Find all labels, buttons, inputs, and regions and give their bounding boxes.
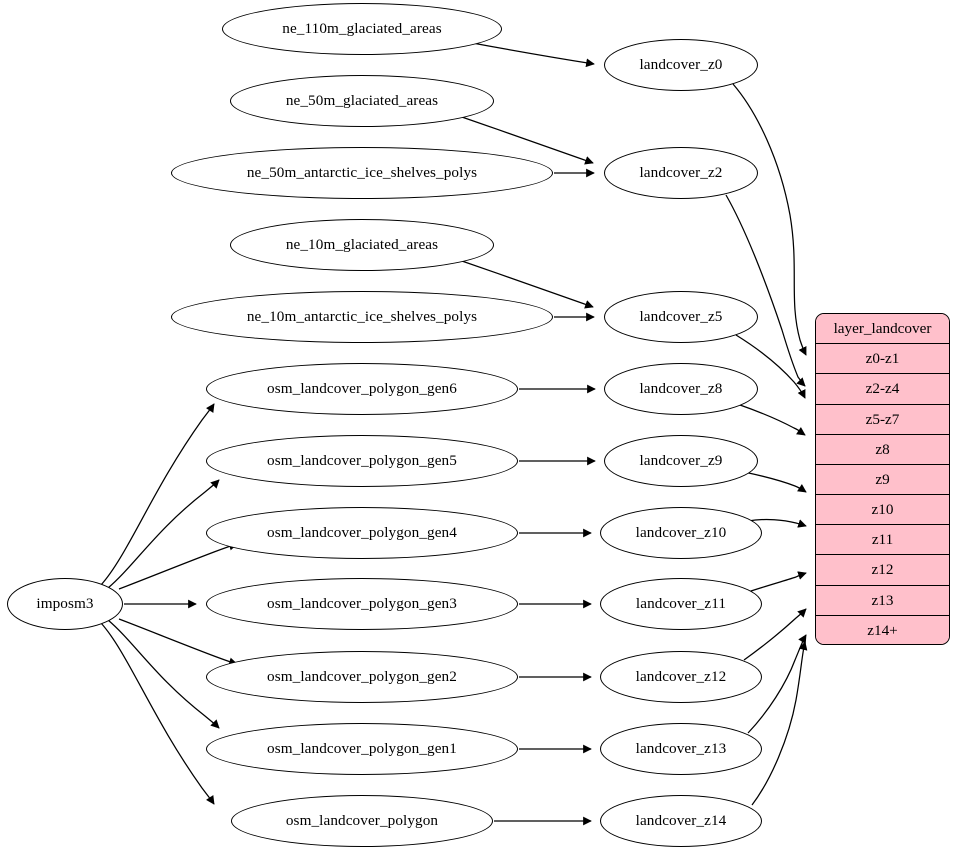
- node-osm_landcover_polygon_gen3[interactable]: osm_landcover_polygon_gen3: [206, 578, 518, 630]
- edge-imposm3-polygon: [100, 622, 215, 805]
- record-row-z12[interactable]: z12: [816, 555, 949, 586]
- node-landcover_z8[interactable]: landcover_z8: [604, 363, 758, 415]
- record-row-z8[interactable]: z8: [816, 434, 949, 465]
- edge-z12-row-z12: [743, 608, 807, 661]
- node-landcover_z2[interactable]: landcover_z2: [604, 147, 758, 199]
- node-osm_landcover_polygon_gen5[interactable]: osm_landcover_polygon_gen5: [206, 435, 518, 487]
- edge-imposm3-gen4: [118, 541, 238, 590]
- node-osm_landcover_polygon_gen1[interactable]: osm_landcover_polygon_gen1: [206, 723, 518, 775]
- node-landcover_z5[interactable]: landcover_z5: [604, 291, 758, 343]
- node-landcover_z0[interactable]: landcover_z0: [604, 39, 758, 91]
- node-landcover_z12[interactable]: landcover_z12: [600, 651, 762, 703]
- node-osm_landcover_polygon_gen6[interactable]: osm_landcover_polygon_gen6: [206, 363, 518, 415]
- edge-imposm3-gen6: [100, 403, 215, 586]
- record-row-z14+[interactable]: z14+: [816, 615, 949, 644]
- edge-imposm3-gen5: [107, 479, 220, 589]
- node-landcover_z9[interactable]: landcover_z9: [604, 435, 758, 487]
- node-ne_10m_glaciated_areas[interactable]: ne_10m_glaciated_areas: [230, 219, 494, 271]
- node-ne_50m_glaciated_areas[interactable]: ne_50m_glaciated_areas: [230, 75, 494, 127]
- edge-z11-row-z11: [747, 571, 807, 593]
- edge-z2-row-z2z4: [725, 194, 806, 387]
- edge-imposm3-gen1: [107, 619, 220, 729]
- node-ne_50m_antarctic_ice_shelves_polys[interactable]: ne_50m_antarctic_ice_shelves_polys: [171, 147, 553, 199]
- edge-imposm3-gen2: [118, 618, 238, 667]
- edge-z14-row-z14plus: [751, 641, 808, 806]
- node-osm_landcover_polygon_gen4[interactable]: osm_landcover_polygon_gen4: [206, 507, 518, 559]
- edge-z9-row-z9: [743, 471, 807, 493]
- node-landcover_z14[interactable]: landcover_z14: [600, 795, 762, 847]
- record-row-z5-z7[interactable]: z5-z7: [816, 404, 949, 435]
- record-row-z13[interactable]: z13: [816, 585, 949, 616]
- record-row-z9[interactable]: z9: [816, 464, 949, 496]
- node-landcover_z13[interactable]: landcover_z13: [600, 723, 762, 775]
- edge-z8-row-z8: [739, 404, 806, 436]
- node-landcover_z10[interactable]: landcover_z10: [600, 507, 762, 559]
- node-ne_110m_glaciated_areas[interactable]: ne_110m_glaciated_areas: [222, 3, 502, 55]
- record-row-z11[interactable]: z11: [816, 525, 949, 556]
- node-landcover_z11[interactable]: landcover_z11: [600, 578, 762, 630]
- record-row-z10[interactable]: z10: [816, 495, 949, 526]
- node-osm_landcover_polygon[interactable]: osm_landcover_polygon: [231, 795, 493, 847]
- record-row-z2-z4[interactable]: z2-z4: [816, 374, 949, 405]
- edge-ne110m-z0: [466, 41, 595, 68]
- record-header: layer_landcover: [816, 314, 949, 345]
- record-row-z0-z1[interactable]: z0-z1: [816, 344, 949, 375]
- node-ne_10m_antarctic_ice_shelves_polys[interactable]: ne_10m_antarctic_ice_shelves_polys: [171, 291, 553, 343]
- node-imposm3[interactable]: imposm3: [7, 578, 123, 630]
- node-osm_landcover_polygon_gen2[interactable]: osm_landcover_polygon_gen2: [206, 651, 518, 703]
